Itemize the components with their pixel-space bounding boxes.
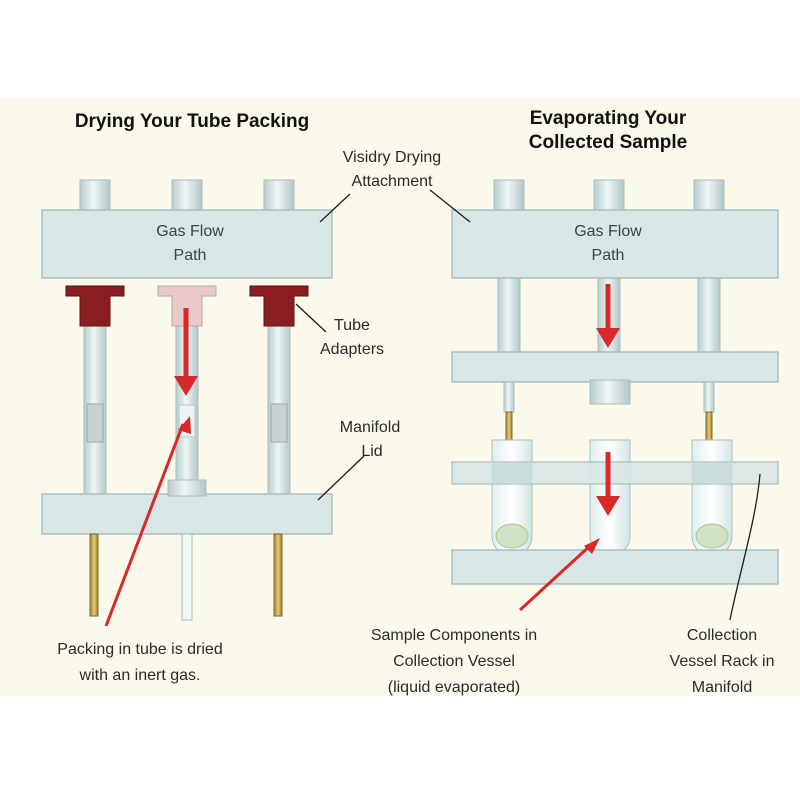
pointer-lines — [295, 189, 761, 621]
right-connector-1 — [497, 277, 521, 355]
left-packing-pointer — [104, 423, 185, 627]
right-lid-needle-3 — [703, 381, 715, 413]
left-lower-hub — [167, 479, 207, 497]
right-assembly — [451, 179, 779, 585]
left-flow-arrowhead — [174, 376, 198, 396]
right-sample-3 — [695, 523, 729, 549]
right-rack-slot-3 — [692, 462, 732, 484]
tube-adapters-label-line1: Tube — [334, 317, 370, 334]
left-top-nozzle-3 — [263, 179, 295, 213]
manifold-lid-label-line2: Lid — [361, 443, 382, 460]
left-gas-flow-line1: Gas Flow — [156, 223, 224, 240]
left-packing-pointer-head — [178, 416, 191, 434]
right-sample-pointer-head — [584, 538, 600, 554]
sample-label-line3: (liquid evaporated) — [388, 679, 521, 696]
left-top-nozzle-1 — [79, 179, 111, 213]
right-gas-flow-line2: Path — [592, 247, 625, 264]
left-gas-flow-line2: Path — [174, 247, 207, 264]
right-sample-pointer — [518, 542, 594, 612]
left-needle-3 — [273, 533, 283, 617]
right-title-line1: Evaporating Your — [530, 108, 687, 129]
right-top-nozzle-2 — [593, 179, 625, 213]
left-adapter-1 — [65, 285, 125, 327]
manifold-lid-label-line1: Manifold — [340, 419, 400, 436]
rack-label-line1: Collection — [687, 627, 757, 644]
right-rack-slot-1 — [492, 462, 532, 484]
right-top-nozzle-3 — [693, 179, 725, 213]
left-adapter-2 — [157, 285, 217, 327]
left-assembly — [41, 179, 333, 621]
tube-adapters-label-line2: Adapters — [320, 341, 384, 358]
left-lower-block — [41, 493, 333, 535]
right-top-nozzle-1 — [493, 179, 525, 213]
right-manifold-lid — [451, 351, 779, 383]
left-title: Drying Your Tube Packing — [75, 111, 309, 132]
pointer-rack — [729, 473, 761, 621]
left-top-nozzle-2 — [171, 179, 203, 213]
right-flow-arrowhead-lower — [596, 496, 620, 516]
sample-label-line2: Collection Vessel — [393, 653, 515, 670]
right-flow-arrowhead-upper — [596, 328, 620, 348]
left-needle-2 — [181, 533, 193, 621]
right-gas-flow-line1: Gas Flow — [574, 223, 642, 240]
left-upper-block — [41, 209, 333, 279]
right-lid-hub — [589, 379, 631, 405]
right-sample-1 — [495, 523, 529, 549]
right-lid-needle-1 — [503, 381, 515, 413]
packing-label-line1: Packing in tube is dried — [57, 641, 222, 658]
right-title-line2: Collected Sample — [529, 132, 687, 153]
rack-label-line2: Vessel Rack in — [670, 653, 775, 670]
pointer-visidry-right — [429, 189, 471, 223]
sample-label-line1: Sample Components in — [371, 627, 537, 644]
left-packing-1 — [86, 403, 104, 443]
right-manifold-base — [451, 549, 779, 585]
pointer-manifold-lid — [317, 455, 365, 501]
background-panel — [0, 98, 800, 696]
left-packing-3 — [270, 403, 288, 443]
right-connector-3 — [697, 277, 721, 355]
visidry-label-line1: Visidry Drying — [343, 149, 441, 166]
sample-pointers — [104, 416, 600, 627]
packing-label-line2: with an inert gas. — [79, 667, 201, 684]
pointer-visidry-left — [319, 193, 351, 223]
rack-label-line3: Manifold — [692, 679, 752, 696]
left-needle-1 — [89, 533, 99, 617]
visidry-label-line2: Attachment — [352, 173, 433, 190]
left-adapter-3 — [249, 285, 309, 327]
pointer-tube-adapters — [295, 303, 327, 333]
right-upper-block — [451, 209, 779, 279]
